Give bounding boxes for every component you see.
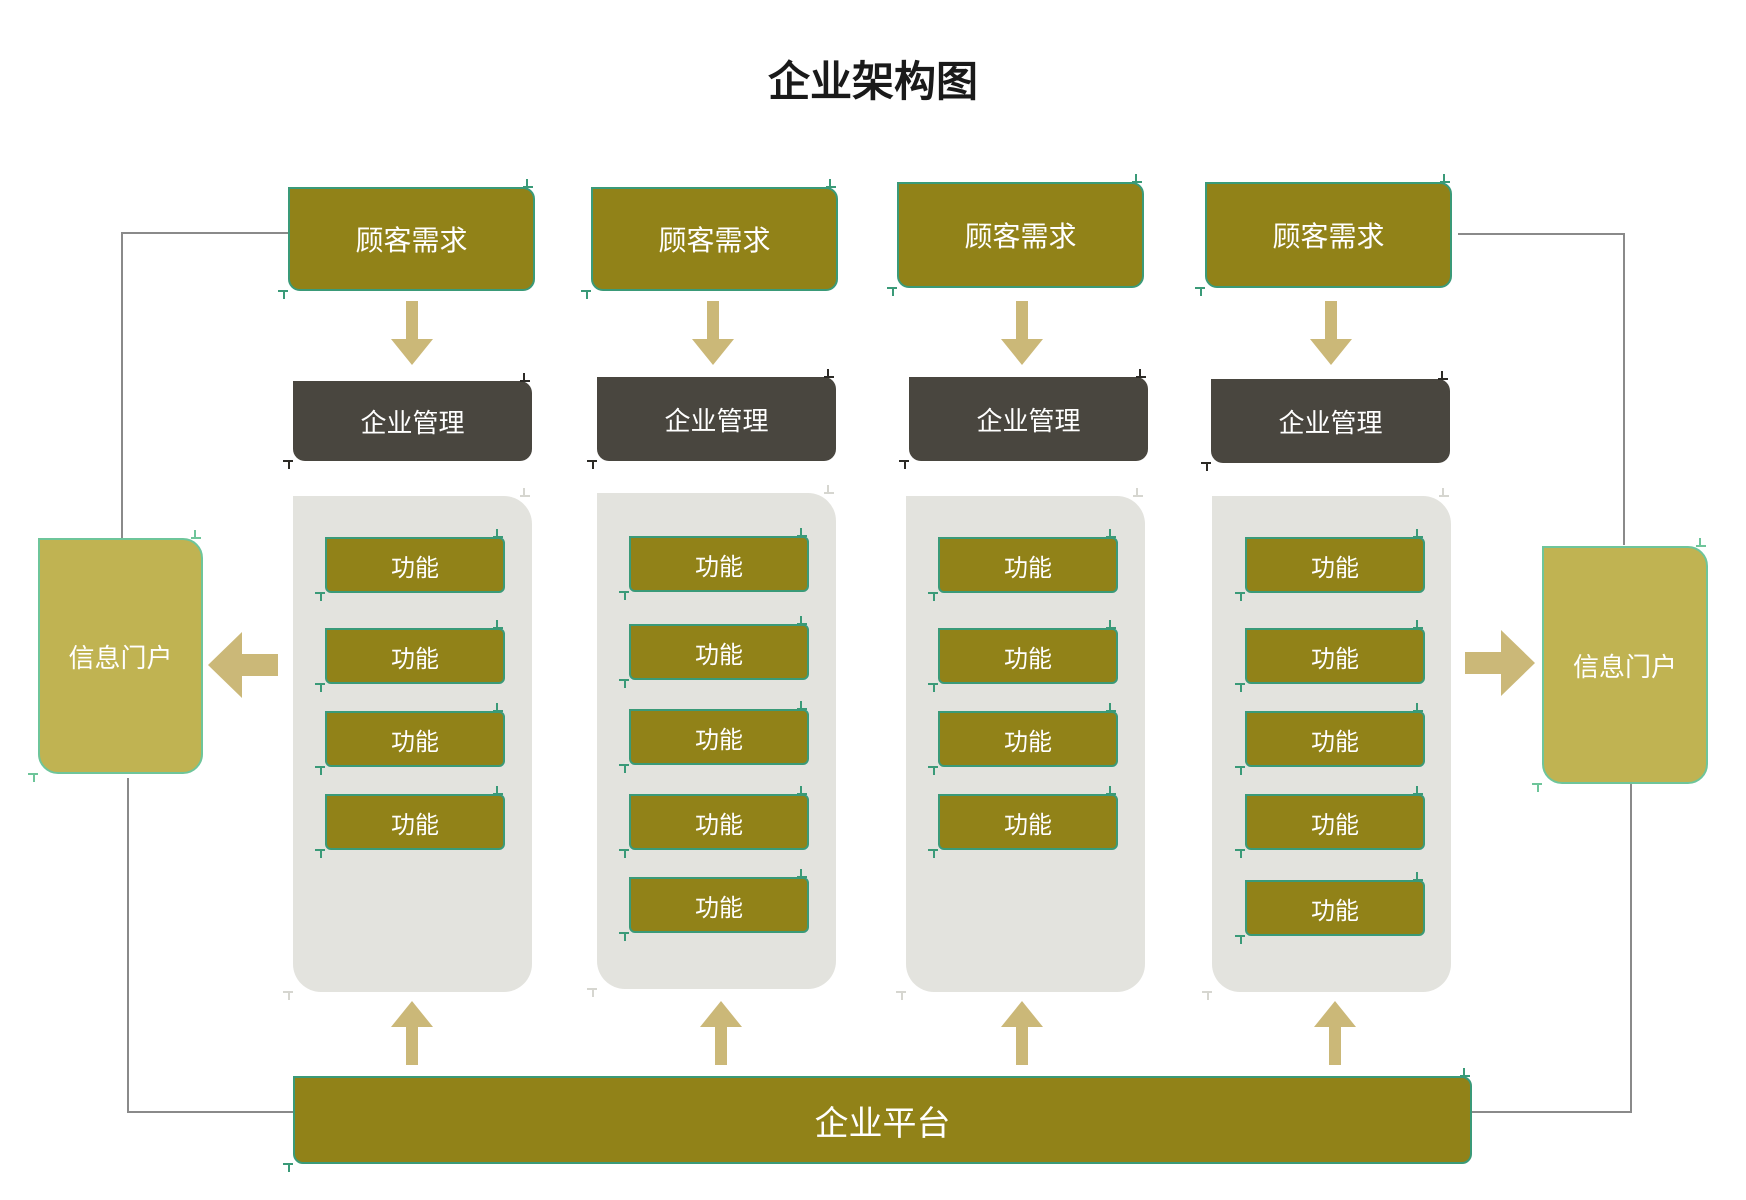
function-box: 功能	[629, 709, 809, 765]
function-box: 功能	[1245, 880, 1425, 936]
corner-mark-icon	[283, 1068, 1470, 1172]
corner-mark-icon	[1235, 529, 1423, 601]
arrow-up-icon	[391, 1001, 433, 1065]
enterprise-platform-bar: 企业平台	[293, 1076, 1472, 1164]
corner-mark-icon	[1532, 538, 1706, 792]
customer-need-box: 顾客需求	[897, 182, 1144, 288]
function-box: 功能	[629, 624, 809, 680]
function-box: 功能	[325, 628, 505, 684]
corner-mark-icon	[1201, 371, 1448, 471]
customer-need-box: 顾客需求	[1205, 182, 1452, 288]
management-box: 企业管理	[909, 377, 1148, 461]
customer-need-box: 顾客需求	[288, 187, 535, 291]
corner-mark-icon	[619, 786, 807, 858]
corner-mark-icon	[283, 373, 530, 469]
arrow-down-icon	[391, 301, 433, 365]
corner-mark-icon	[315, 703, 503, 775]
management-box: 企业管理	[293, 381, 532, 461]
arrow-up-icon	[1001, 1001, 1043, 1065]
customer-need-box: 顾客需求	[591, 187, 838, 291]
corner-mark-icon	[315, 620, 503, 692]
function-box: 功能	[325, 794, 505, 850]
corner-mark-icon	[1235, 786, 1423, 858]
arrow-left-icon	[208, 632, 278, 698]
corner-mark-icon	[1235, 620, 1423, 692]
connector-line	[1458, 233, 1625, 545]
corner-mark-icon	[278, 179, 533, 299]
arrow-up-icon	[700, 1001, 742, 1065]
function-box: 功能	[938, 711, 1118, 767]
connector-line	[121, 232, 288, 540]
info-portal-left: 信息门户	[38, 538, 203, 774]
function-box: 功能	[629, 877, 809, 933]
page-title: 企业架构图	[767, 57, 978, 106]
corner-mark-icon	[587, 369, 834, 469]
corner-mark-icon	[928, 529, 1116, 601]
arrow-up-icon	[1314, 1001, 1356, 1065]
arrow-down-icon	[692, 301, 734, 365]
corner-mark-icon	[1235, 703, 1423, 775]
info-portal-right: 信息门户	[1542, 546, 1708, 784]
function-box: 功能	[325, 711, 505, 767]
connector-line	[1472, 782, 1632, 1113]
arrow-down-icon	[1001, 301, 1043, 365]
corner-mark-icon	[896, 488, 1143, 1000]
function-box: 功能	[938, 628, 1118, 684]
corner-mark-icon	[587, 485, 834, 997]
corner-mark-icon	[619, 616, 807, 688]
function-box: 功能	[1245, 628, 1425, 684]
function-box: 功能	[1245, 537, 1425, 593]
arrow-right-icon	[1465, 630, 1535, 696]
arrow-down-icon	[1310, 301, 1352, 365]
function-box: 功能	[938, 794, 1118, 850]
function-box: 功能	[938, 537, 1118, 593]
corner-mark-icon	[619, 869, 807, 941]
corner-mark-icon	[581, 179, 836, 299]
corner-mark-icon	[619, 528, 807, 600]
corner-mark-icon	[315, 529, 503, 601]
function-box: 功能	[629, 794, 809, 850]
connector-line	[127, 778, 293, 1113]
corner-mark-icon	[1202, 488, 1449, 1000]
corner-mark-icon	[887, 174, 1142, 296]
corner-mark-icon	[283, 488, 530, 1000]
function-box: 功能	[1245, 711, 1425, 767]
function-box: 功能	[1245, 794, 1425, 850]
corner-mark-icon	[928, 703, 1116, 775]
corner-mark-icon	[1195, 174, 1450, 296]
corner-mark-icon	[619, 701, 807, 773]
corner-mark-icon	[928, 620, 1116, 692]
corner-mark-icon	[315, 786, 503, 858]
management-box: 企业管理	[597, 377, 836, 461]
corner-mark-icon	[928, 786, 1116, 858]
corner-mark-icon	[1235, 872, 1423, 944]
function-box: 功能	[629, 536, 809, 592]
corner-mark-icon	[28, 530, 201, 782]
management-box: 企业管理	[1211, 379, 1450, 463]
corner-mark-icon	[899, 369, 1146, 469]
function-box: 功能	[325, 537, 505, 593]
